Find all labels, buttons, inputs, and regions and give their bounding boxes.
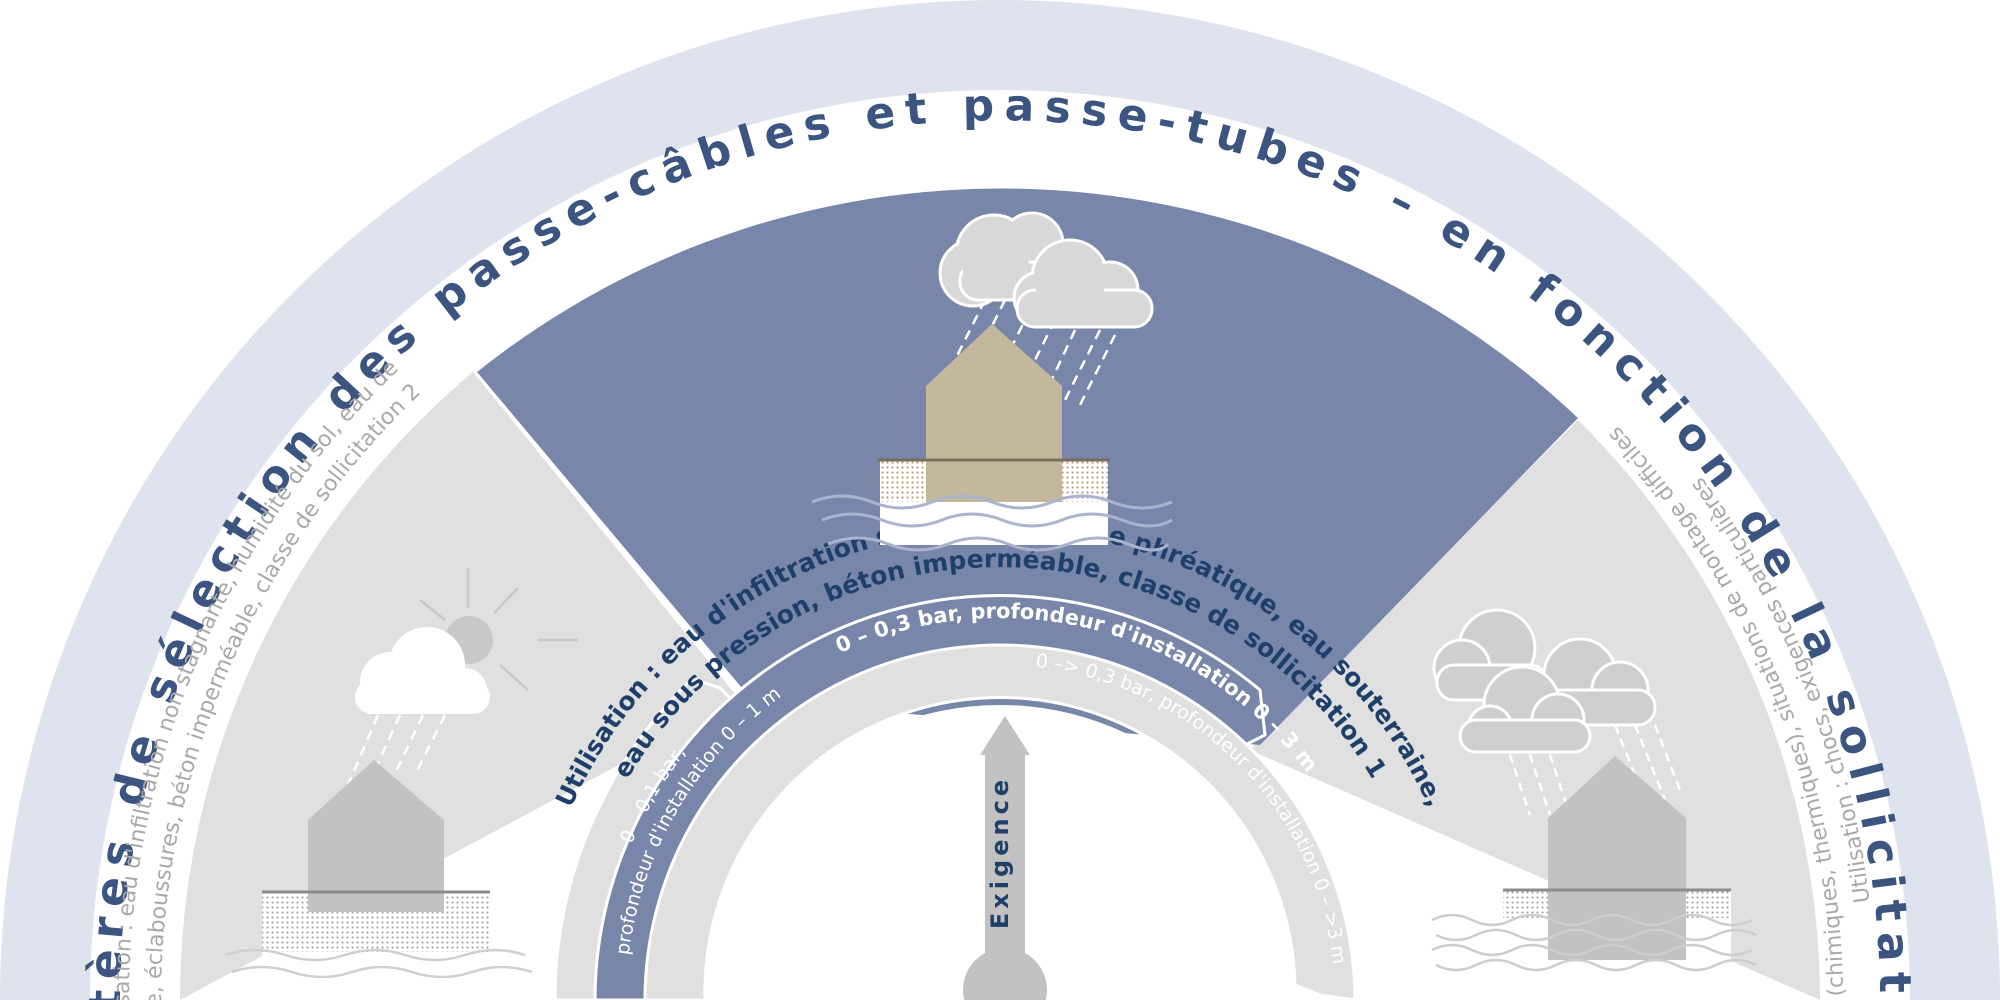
water-waves [811,494,1173,552]
exigence-arrow [963,716,1047,1000]
water-waves [1431,913,1757,972]
soil-left [880,460,926,502]
house-icon [308,760,444,912]
water-waves [224,948,533,979]
left-illustration [224,568,578,980]
soil-left [1503,890,1549,918]
right-illustration [1431,608,1757,975]
house-icon [1548,756,1686,960]
cloud-icon-3 [1458,665,1592,754]
soil-right [1685,890,1731,918]
cloud-fill-cover [958,217,1150,325]
right-pressure-band [643,643,1357,1000]
house-icon [926,324,1062,502]
center-illustration [811,211,1173,552]
exigence-label: Exigence [986,776,1014,929]
rain-icon [346,714,447,786]
cloud-icon [355,627,490,714]
